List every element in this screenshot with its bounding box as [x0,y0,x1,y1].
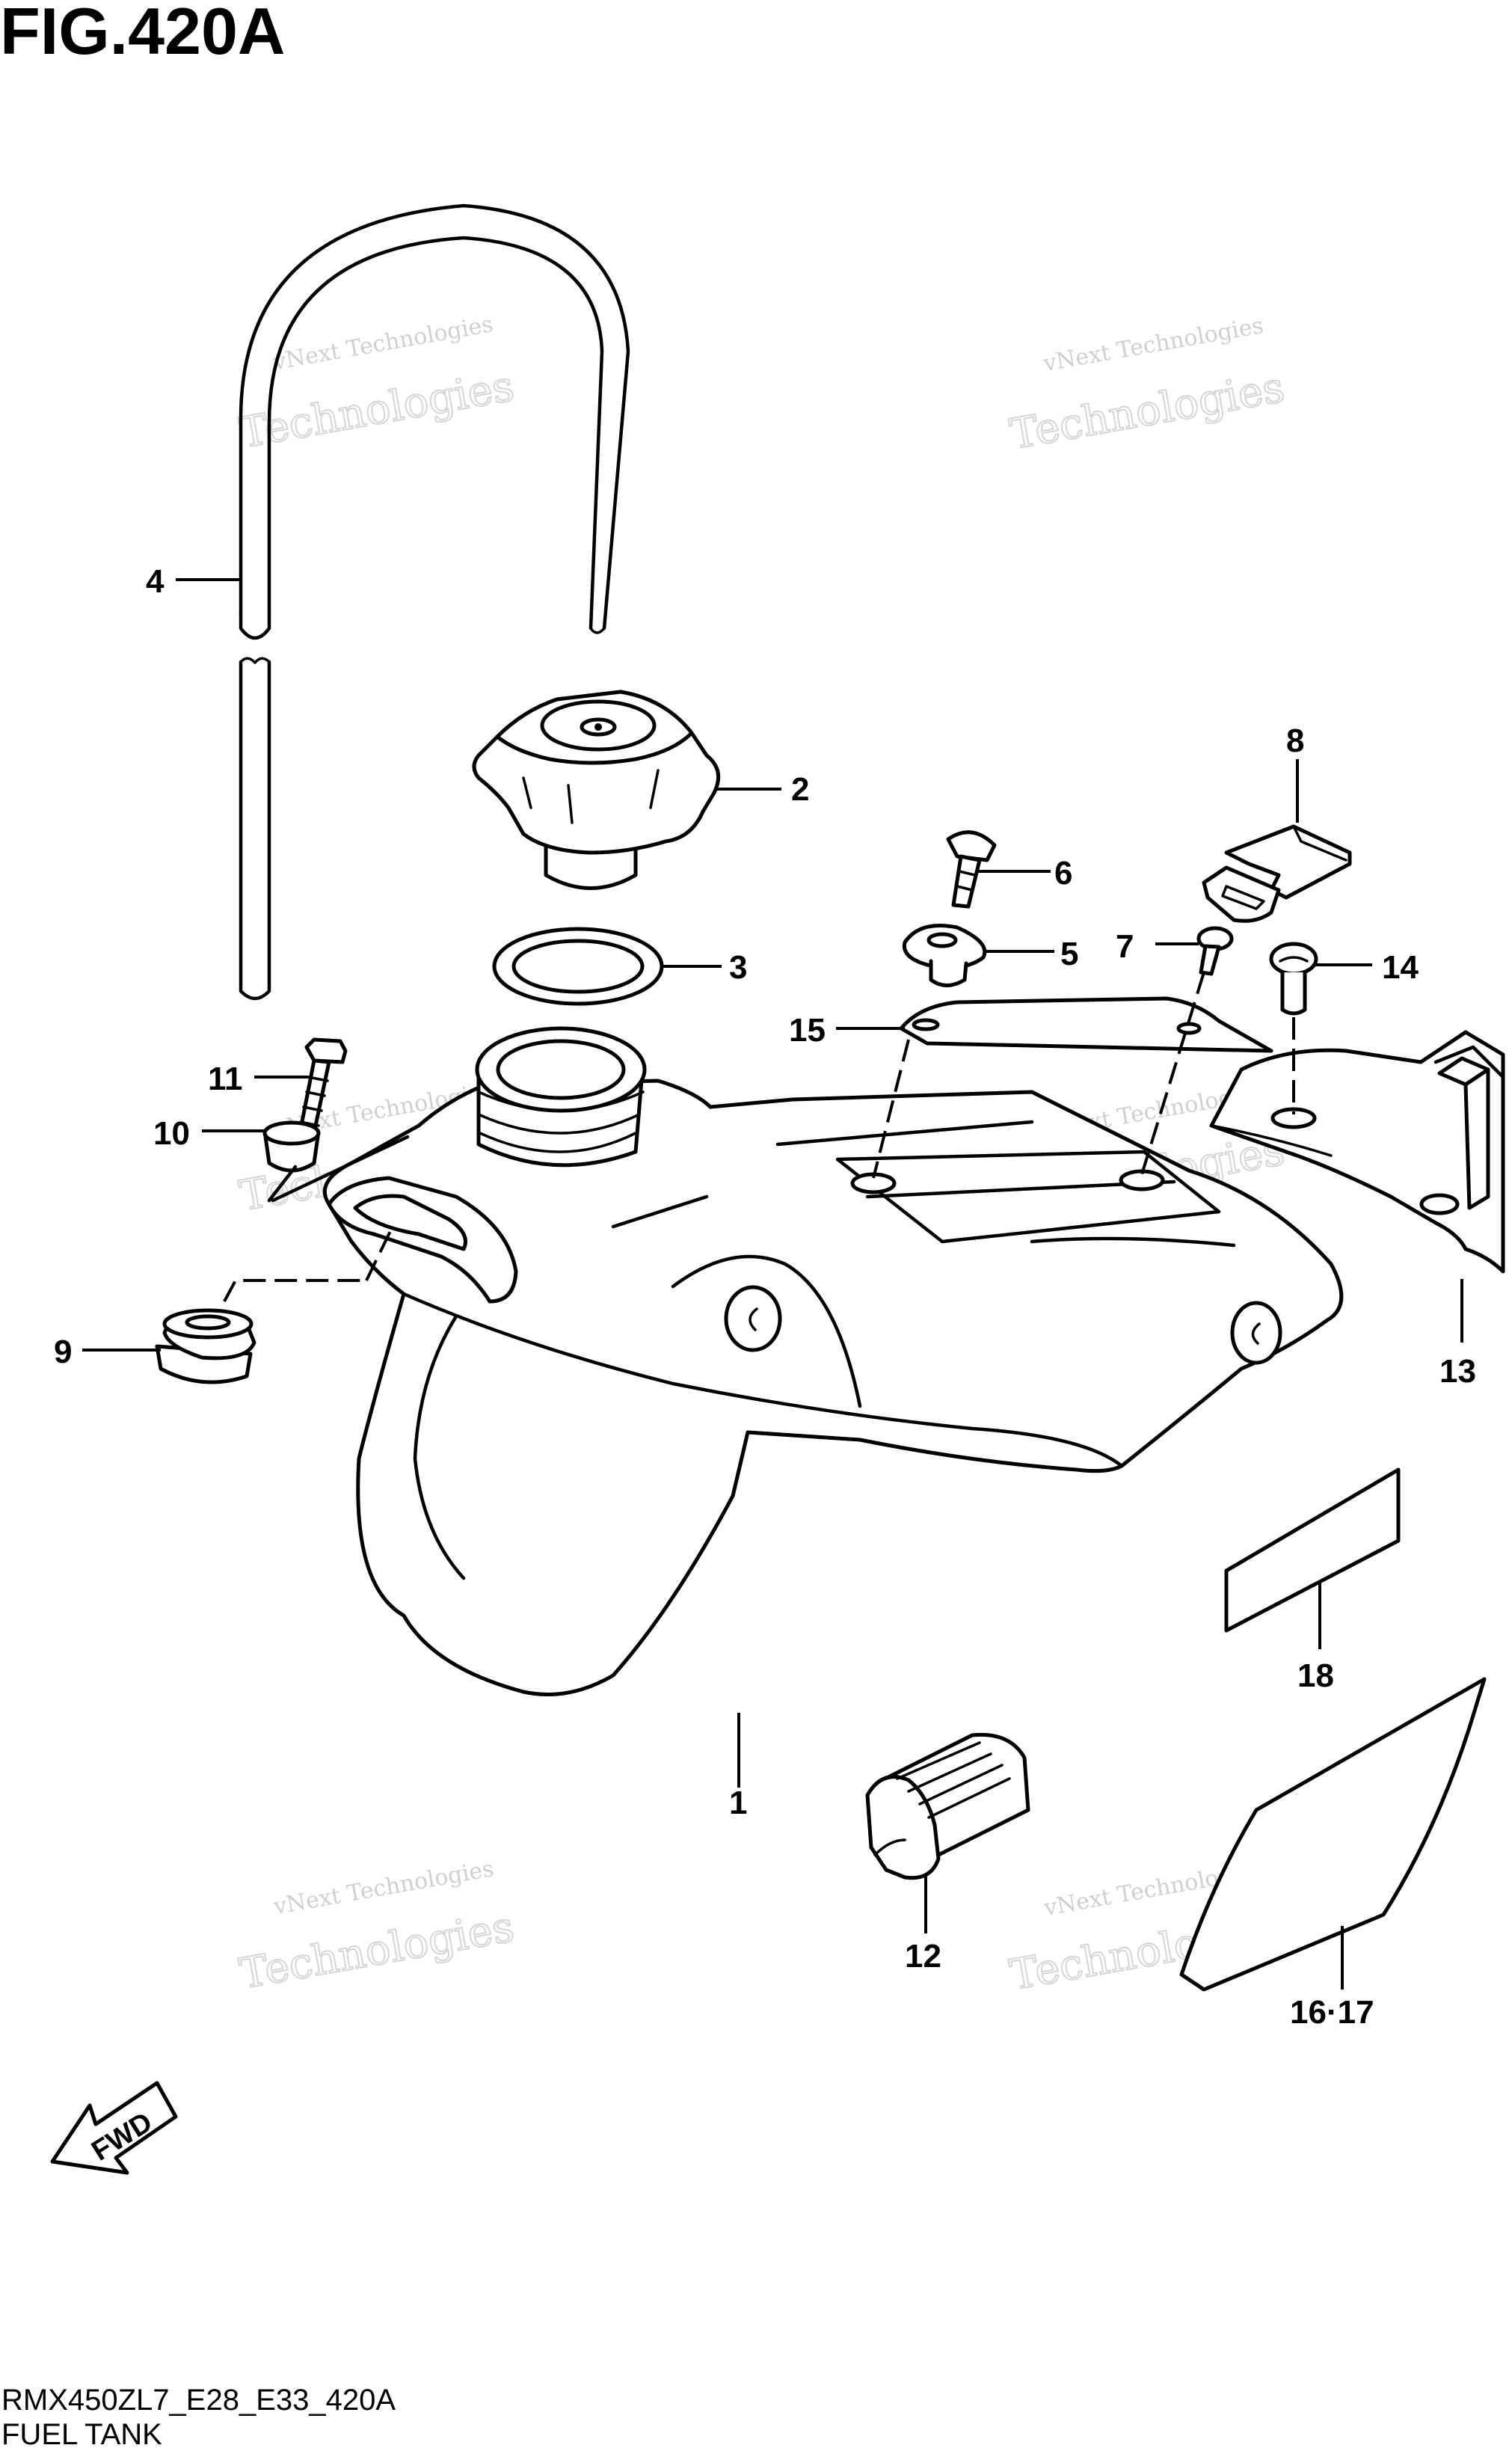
callout-8: 8 [1286,723,1304,759]
section-name: FUEL TANK [1,2418,162,2451]
callout-16-17: 16·17 [1290,1994,1374,2031]
part-1-fuel-tank [322,1026,1344,1696]
part-5-cushion [902,924,987,987]
watermark-top-right: Technologies vNext Technologies [1006,313,1288,460]
callout-5: 5 [1060,936,1078,972]
part-18-label [1224,1467,1401,1633]
assembly-line-15 [872,1039,910,1179]
assembly-line-7 [1140,972,1205,1175]
part-10-collar [262,1120,410,1203]
callout-9: 9 [54,1334,72,1370]
assembly-line-9 [223,1279,366,1302]
callout-6: 6 [1054,855,1072,892]
part-6-screw [946,830,997,909]
watermark-text: vNext Technologies [1041,313,1266,377]
assembly-line-9b [365,1226,394,1281]
callout-11: 11 [208,1061,243,1097]
callout-7: 7 [1116,928,1134,965]
part-15-plate [899,996,1273,1053]
part-16-17-label [1179,1677,1487,1992]
callout-2: 2 [791,771,809,808]
part-7-screw [1196,926,1234,976]
callout-18: 18 [1297,1657,1334,1694]
callout-1: 1 [729,1785,747,1821]
callout-14: 14 [1382,949,1419,986]
part-3-gasket [492,927,664,1006]
part-2-fuel-cap [472,690,721,890]
model-code: RMX450ZL7_E28_E33_420A [1,2384,396,2417]
watermark-large-text: Technologies [1007,363,1288,459]
part-13-cover [1209,1030,1505,1274]
part-14-screw [1269,942,1318,1016]
watermark-low-left: Technologies vNext Technologies [236,1856,518,1999]
watermark-large-text: Technologies [236,362,517,458]
callout-12: 12 [905,1938,941,1975]
callout-3: 3 [729,949,747,986]
figure-title: FIG.420A [0,0,285,68]
part-12-clip [865,1732,1030,1880]
callout-10: 10 [153,1115,190,1152]
callout-13: 13 [1439,1353,1476,1390]
part-9-grommet [155,1308,256,1384]
part-11-bolt [297,1037,348,1142]
fwd-arrow-indicator: FWD [50,2081,178,2175]
part-4-breather-hose [239,203,630,1001]
part-8-clamp [1202,824,1352,923]
watermark-text: vNext Technologies [271,311,496,375]
callout-4: 4 [146,563,165,600]
callout-15: 15 [789,1012,826,1049]
